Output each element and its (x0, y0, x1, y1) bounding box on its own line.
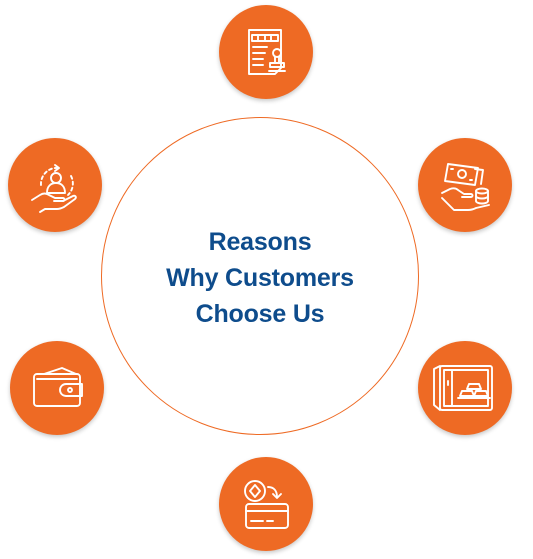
document-badge (219, 5, 313, 99)
cash-badge (418, 138, 512, 232)
wallet-icon (33, 367, 83, 407)
document-stamp-icon (248, 29, 286, 75)
hand-money-icon (441, 163, 490, 211)
title-line-3: Choose Us (195, 300, 325, 328)
card-exchange-badge (219, 457, 313, 551)
wallet-badge (10, 341, 104, 435)
title-line-1: Reasons (208, 228, 312, 256)
center-circle (101, 117, 419, 435)
customer-badge (8, 138, 102, 232)
card-exchange-icon (244, 480, 289, 529)
safe-badge (418, 341, 512, 435)
center-title: Reasons Why Customers Choose Us (110, 224, 410, 332)
hand-customer-cycle-icon (31, 164, 77, 213)
safe-gold-icon (433, 365, 493, 411)
title-line-2: Why Customers (166, 264, 354, 292)
